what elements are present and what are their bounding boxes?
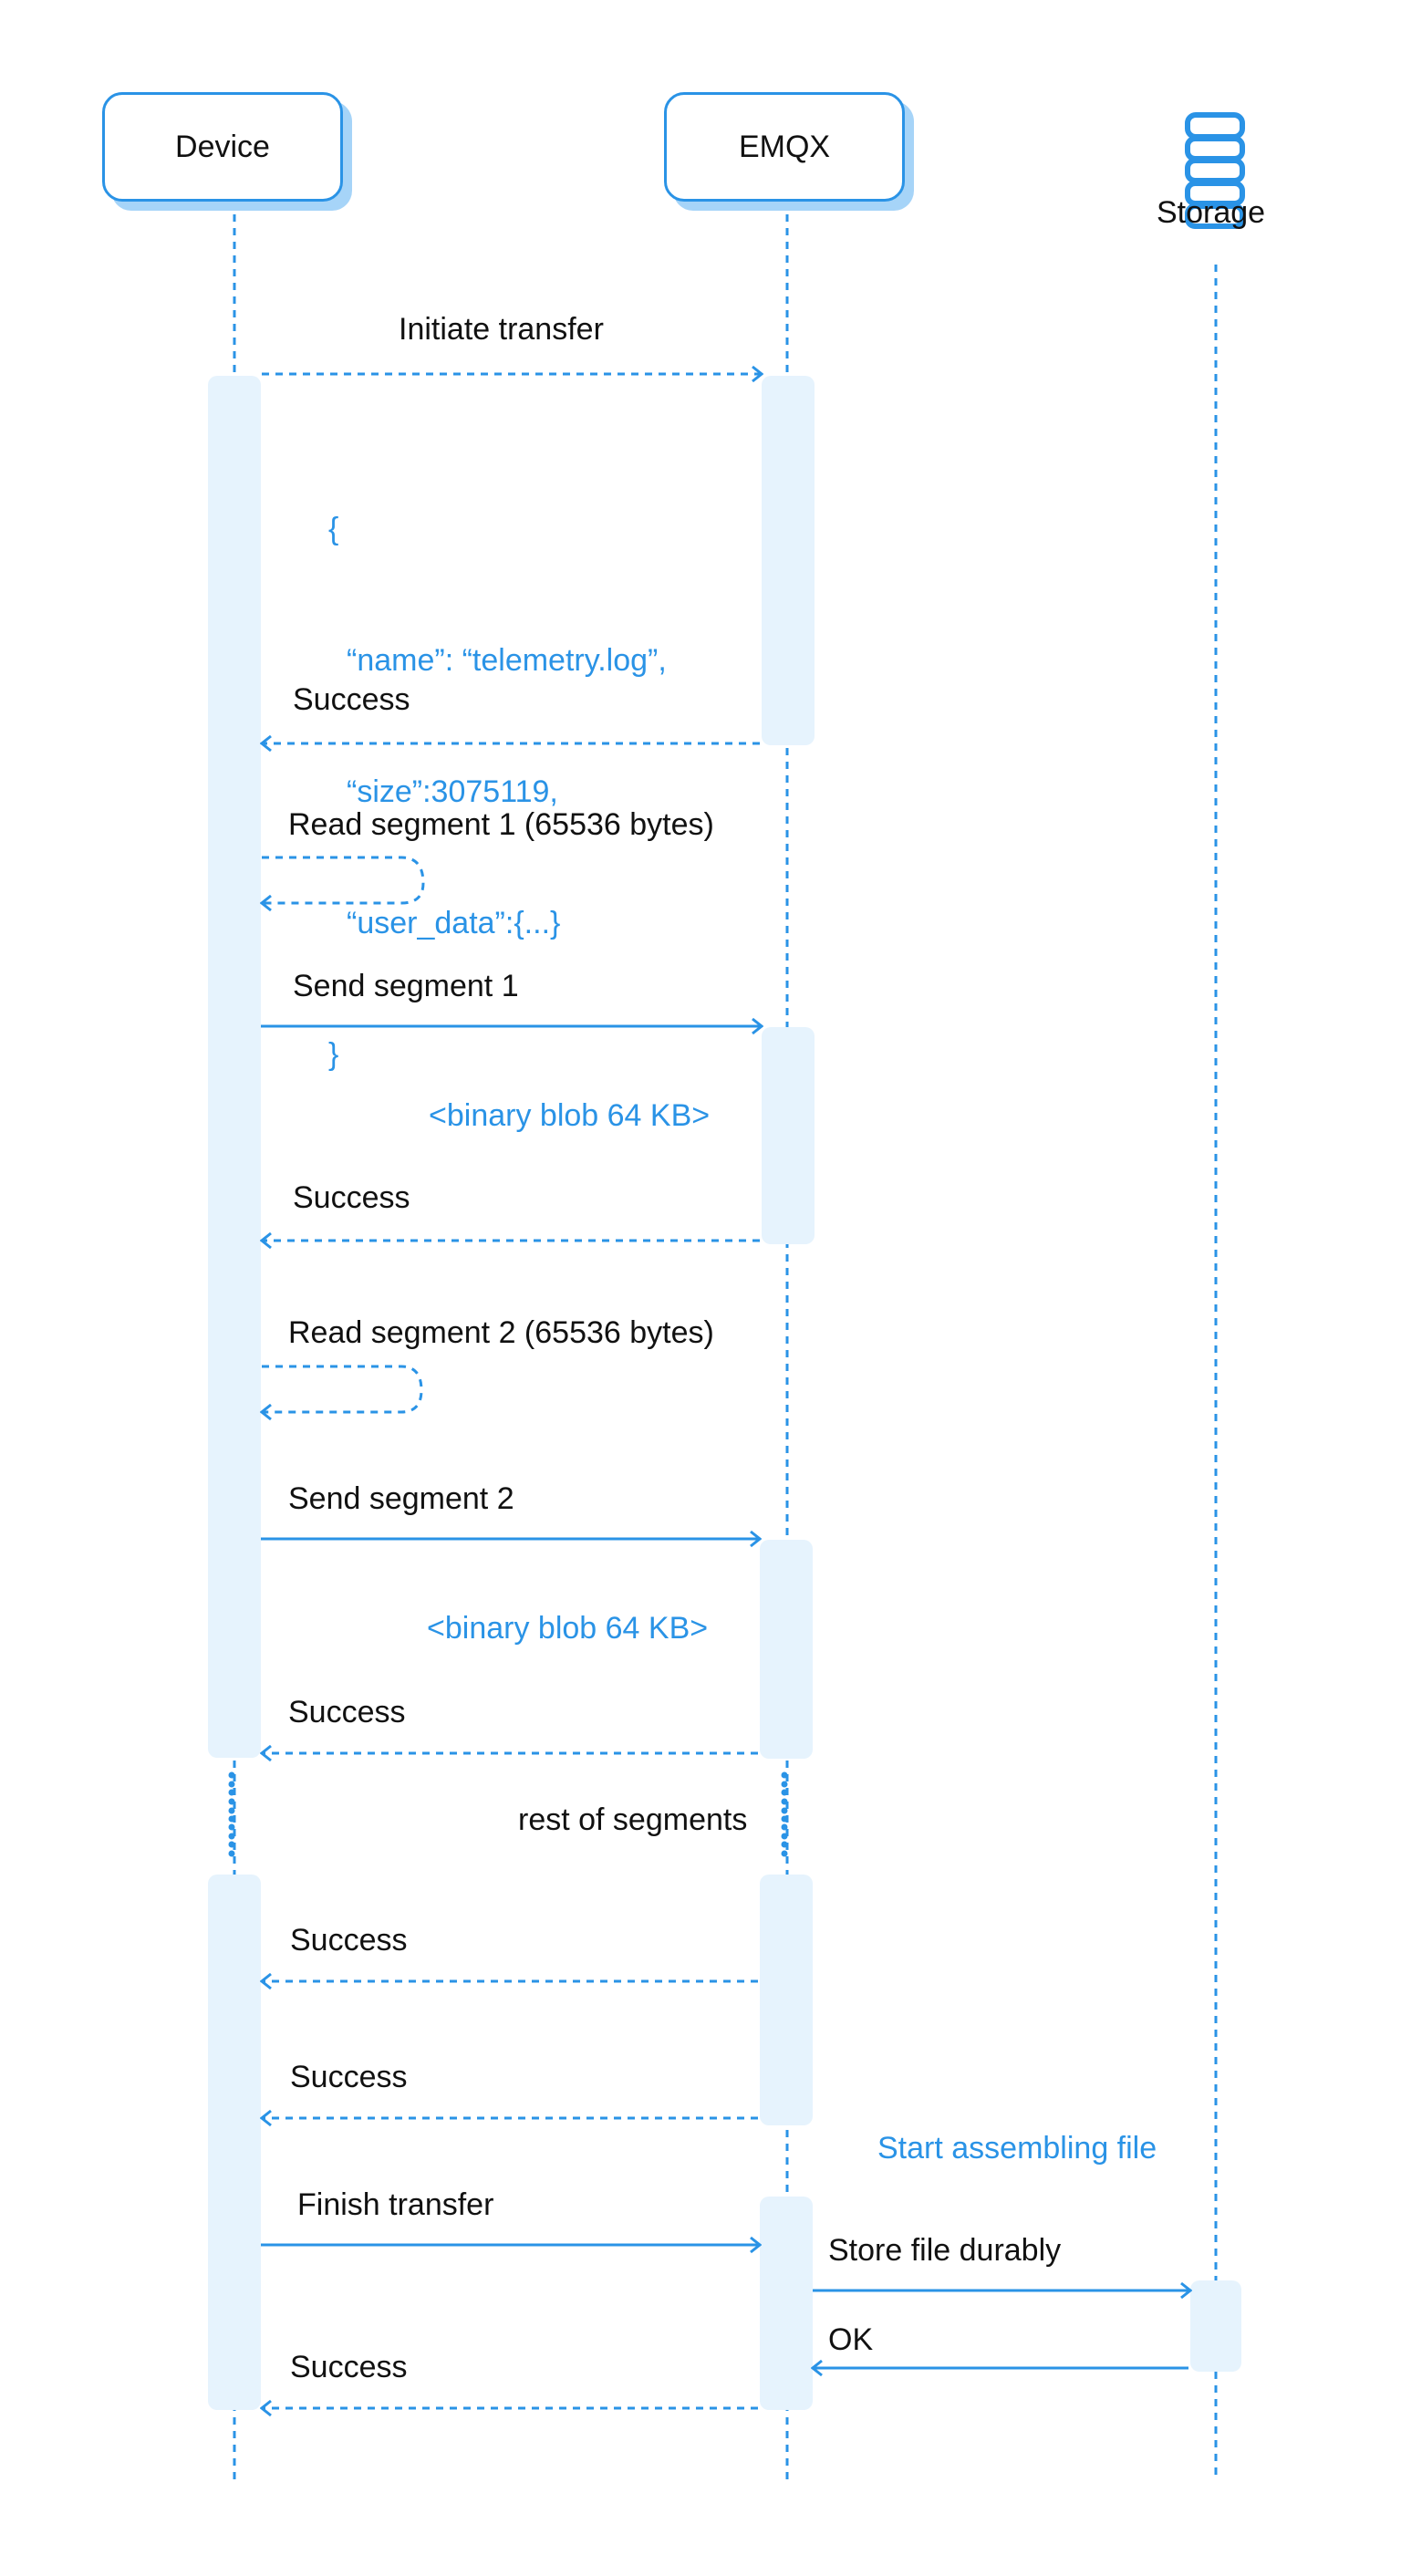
msg-initiate-transfer: Initiate transfer [399,312,604,347]
gap-markers [228,1771,788,1857]
msg-start-assembling: Start assembling file [877,2131,1157,2166]
emqx-activation-4 [760,1875,813,2125]
payload-close: } [328,1037,339,1072]
emqx-activation-5 [760,2197,813,2410]
msg-ok: OK [828,2322,874,2357]
emqx-gap-dots [781,1771,788,1857]
participant-device: Device [102,92,343,202]
payload-line-name: “name”: “telemetry.log”, [347,643,667,678]
msg-success-1: Success [293,682,410,717]
payload-line-user-data: “user_data”:{...} [347,906,561,940]
participant-storage-label: Storage [1157,195,1266,230]
participant-emqx: EMQX [664,92,905,202]
msg-blob-1: <binary blob 64 KB> [429,1098,711,1133]
participant-emqx-label: EMQX [738,129,831,164]
participant-device-label: Device [175,129,270,164]
emqx-activation-3 [760,1540,813,1759]
device-activation-1 [208,376,261,1758]
msg-read-segment-2: Read segment 2 (65536 bytes) [288,1315,714,1350]
activation-bars [208,376,1241,2410]
database-icon [1185,112,1245,229]
device-gap-dots [228,1771,235,1857]
msg-success-5: Success [290,2060,408,2094]
payload-open: { [328,512,339,546]
msg-send-segment-1: Send segment 1 [293,969,519,1003]
msg-store-file: Store file durably [828,2233,1062,2268]
payload-line-size: “size”:3075119, [347,774,558,809]
msg-success-3: Success [288,1695,406,1729]
arrow-read-segment-2 [262,1365,423,1412]
msg-blob-2: <binary blob 64 KB> [427,1611,709,1646]
emqx-activation-1 [762,376,815,745]
device-activation-2 [208,1875,261,2410]
msg-success-2: Success [293,1180,410,1215]
storage-activation [1190,2280,1241,2372]
msg-success-6: Success [290,2350,408,2384]
payload-json: { “name”: “telemetry.log”, “size”:307511… [328,420,667,1120]
emqx-activation-2 [762,1027,815,1244]
msg-send-segment-2: Send segment 2 [288,1481,514,1516]
msg-finish-transfer: Finish transfer [297,2187,494,2222]
msg-success-4: Success [290,1923,408,1958]
msg-read-segment-1: Read segment 1 (65536 bytes) [288,807,714,842]
msg-rest-of-segments: rest of segments [518,1802,748,1837]
